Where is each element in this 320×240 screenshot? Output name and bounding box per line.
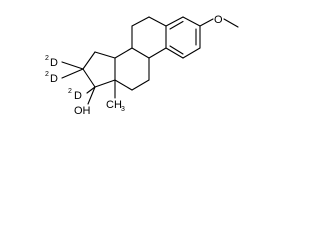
hydroxyl-group: OH	[74, 86, 96, 117]
methyl-label-group: CH 3	[106, 99, 125, 113]
bond	[114, 79, 133, 91]
bond	[223, 18, 239, 28]
double-bond-inner	[169, 45, 184, 55]
bond	[199, 18, 214, 27]
bond	[94, 79, 116, 88]
methyl-label: CH	[106, 99, 122, 111]
bond	[165, 16, 184, 27]
methoxy-oxygen-label: O	[214, 14, 223, 26]
bond	[86, 86, 96, 94]
hydroxyl-label: OH	[74, 105, 91, 117]
double-bond-inner	[169, 20, 184, 30]
bond	[131, 47, 150, 59]
ring-b	[131, 16, 167, 59]
bond	[82, 68, 96, 88]
bond	[82, 51, 96, 70]
d3-superscript: 2	[68, 88, 72, 95]
deuterium-bonds	[61, 61, 96, 94]
deuterium-labels: 2 D 2 D 2 D	[45, 55, 82, 102]
bond	[61, 61, 84, 70]
bond	[131, 79, 150, 91]
bond	[148, 47, 167, 59]
ring-c	[114, 47, 150, 91]
bond	[94, 51, 116, 59]
d2-superscript: 2	[45, 71, 49, 78]
d2-label: D	[50, 73, 58, 85]
bond	[182, 16, 201, 27]
methyl-subscript: 3	[121, 106, 125, 113]
bond	[148, 16, 167, 27]
molecule-diagram: O OH 2 D 2 D	[45, 14, 239, 117]
bond	[165, 47, 184, 59]
methoxy-group: O	[199, 14, 239, 28]
structure-canvas: O OH 2 D 2 D	[0, 0, 254, 144]
d1-label: D	[50, 57, 58, 69]
ring-a-aromatic	[165, 16, 201, 59]
d3-label: D	[74, 90, 82, 102]
bond	[131, 16, 150, 27]
bond	[87, 86, 96, 105]
bond	[182, 47, 201, 59]
bond	[61, 68, 84, 79]
ring-d	[82, 51, 116, 88]
bond	[114, 47, 133, 59]
d1-superscript: 2	[45, 55, 49, 62]
